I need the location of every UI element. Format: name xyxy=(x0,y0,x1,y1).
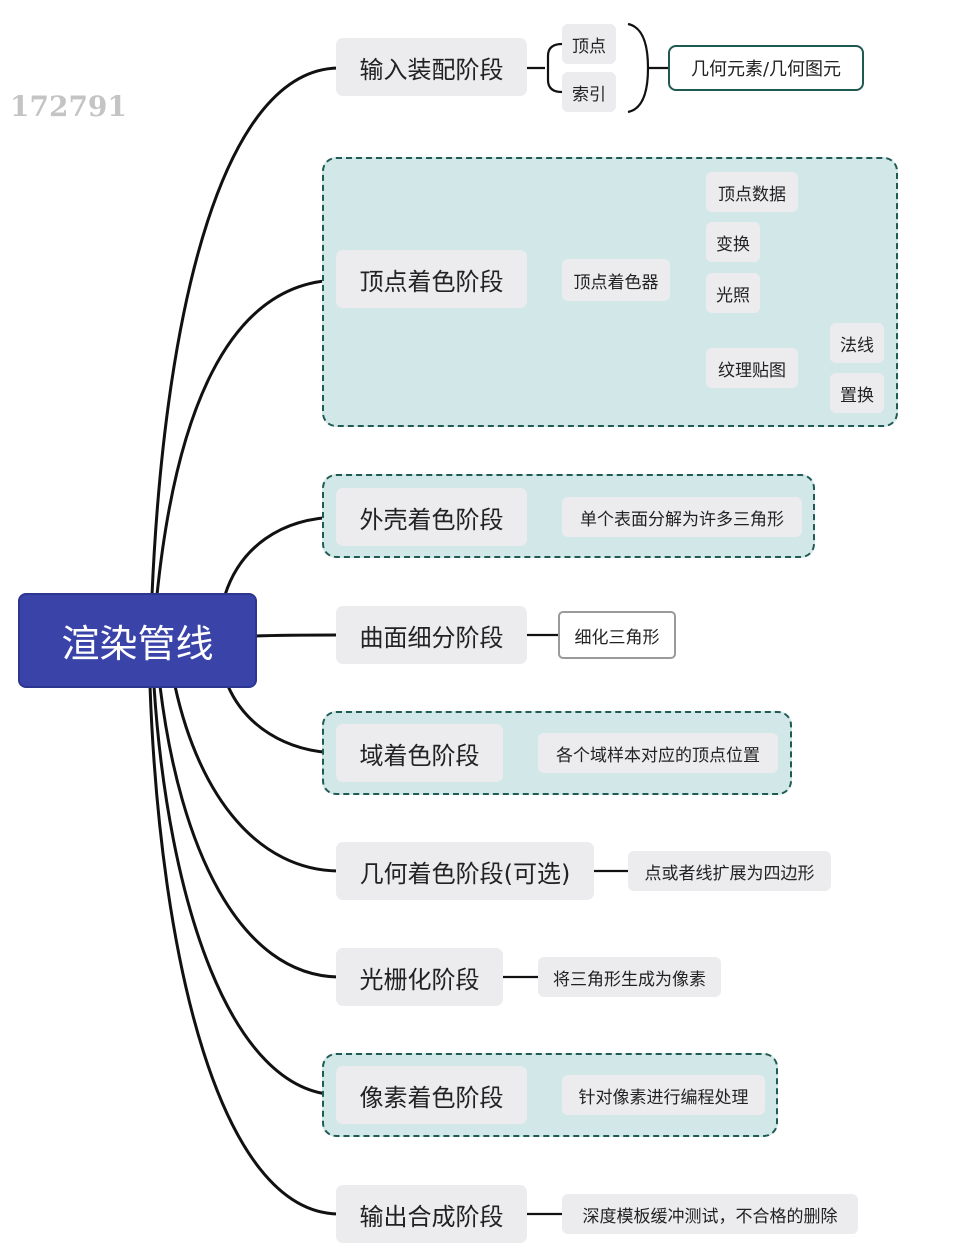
connector-stage-1 xyxy=(150,66,340,597)
detail-geometry-shading[interactable]: 点或者线扩展为四边形 xyxy=(628,851,831,891)
leaf-normal[interactable]: 法线 xyxy=(830,323,884,363)
stage-hull-shading[interactable]: 外壳着色阶段 xyxy=(336,488,527,546)
leaf-texture-map[interactable]: 纹理贴图 xyxy=(706,348,798,388)
connector-stage-2 xyxy=(155,278,340,597)
stage-output-merger[interactable]: 输出合成阶段 xyxy=(336,1185,527,1243)
watermark: 172791 xyxy=(10,90,127,123)
stage-tessellation[interactable]: 曲面细分阶段 xyxy=(336,606,527,664)
leaf-vertex[interactable]: 顶点 xyxy=(562,24,616,64)
leaf-index[interactable]: 索引 xyxy=(562,72,616,112)
connector-stage-7 xyxy=(158,684,340,979)
detail-pixel-shading[interactable]: 针对像素进行编程处理 xyxy=(562,1075,765,1115)
detail-hull-shading[interactable]: 单个表面分解为许多三角形 xyxy=(562,497,802,537)
stage-geometry-shading[interactable]: 几何着色阶段(可选) xyxy=(336,842,594,900)
stage-vertex-shading[interactable]: 顶点着色阶段 xyxy=(336,250,527,308)
detail-tessellation[interactable]: 细化三角形 xyxy=(558,611,676,659)
connector-stage-9 xyxy=(148,684,340,1216)
stage-domain-shading[interactable]: 域着色阶段 xyxy=(336,724,503,782)
leaf-displacement[interactable]: 置换 xyxy=(830,373,884,413)
connector-stage-5 xyxy=(226,684,340,755)
detail-output-merger[interactable]: 深度模板缓冲测试，不合格的删除 xyxy=(562,1194,858,1234)
leaf-transform[interactable]: 变换 xyxy=(706,222,760,262)
stage-rasterization[interactable]: 光栅化阶段 xyxy=(336,948,503,1006)
node-vertex-shader[interactable]: 顶点着色器 xyxy=(562,259,670,301)
stage-input-assembly[interactable]: 输入装配阶段 xyxy=(336,38,527,96)
stage-pixel-shading[interactable]: 像素着色阶段 xyxy=(336,1066,527,1124)
connector-stage-4 xyxy=(253,633,340,638)
connector-stage-3 xyxy=(223,515,340,597)
detail-domain-shading[interactable]: 各个域样本对应的顶点位置 xyxy=(538,733,778,773)
detail-rasterization[interactable]: 将三角形生成为像素 xyxy=(538,957,721,997)
leaf-vertex-data[interactable]: 顶点数据 xyxy=(706,172,798,212)
result-geometry-primitive[interactable]: 几何元素/几何图元 xyxy=(668,45,864,91)
connector-stage-6 xyxy=(173,684,340,873)
leaf-lighting[interactable]: 光照 xyxy=(706,273,760,313)
connector-stage-8 xyxy=(152,684,340,1097)
root-node[interactable]: 渲染管线 xyxy=(20,595,255,686)
